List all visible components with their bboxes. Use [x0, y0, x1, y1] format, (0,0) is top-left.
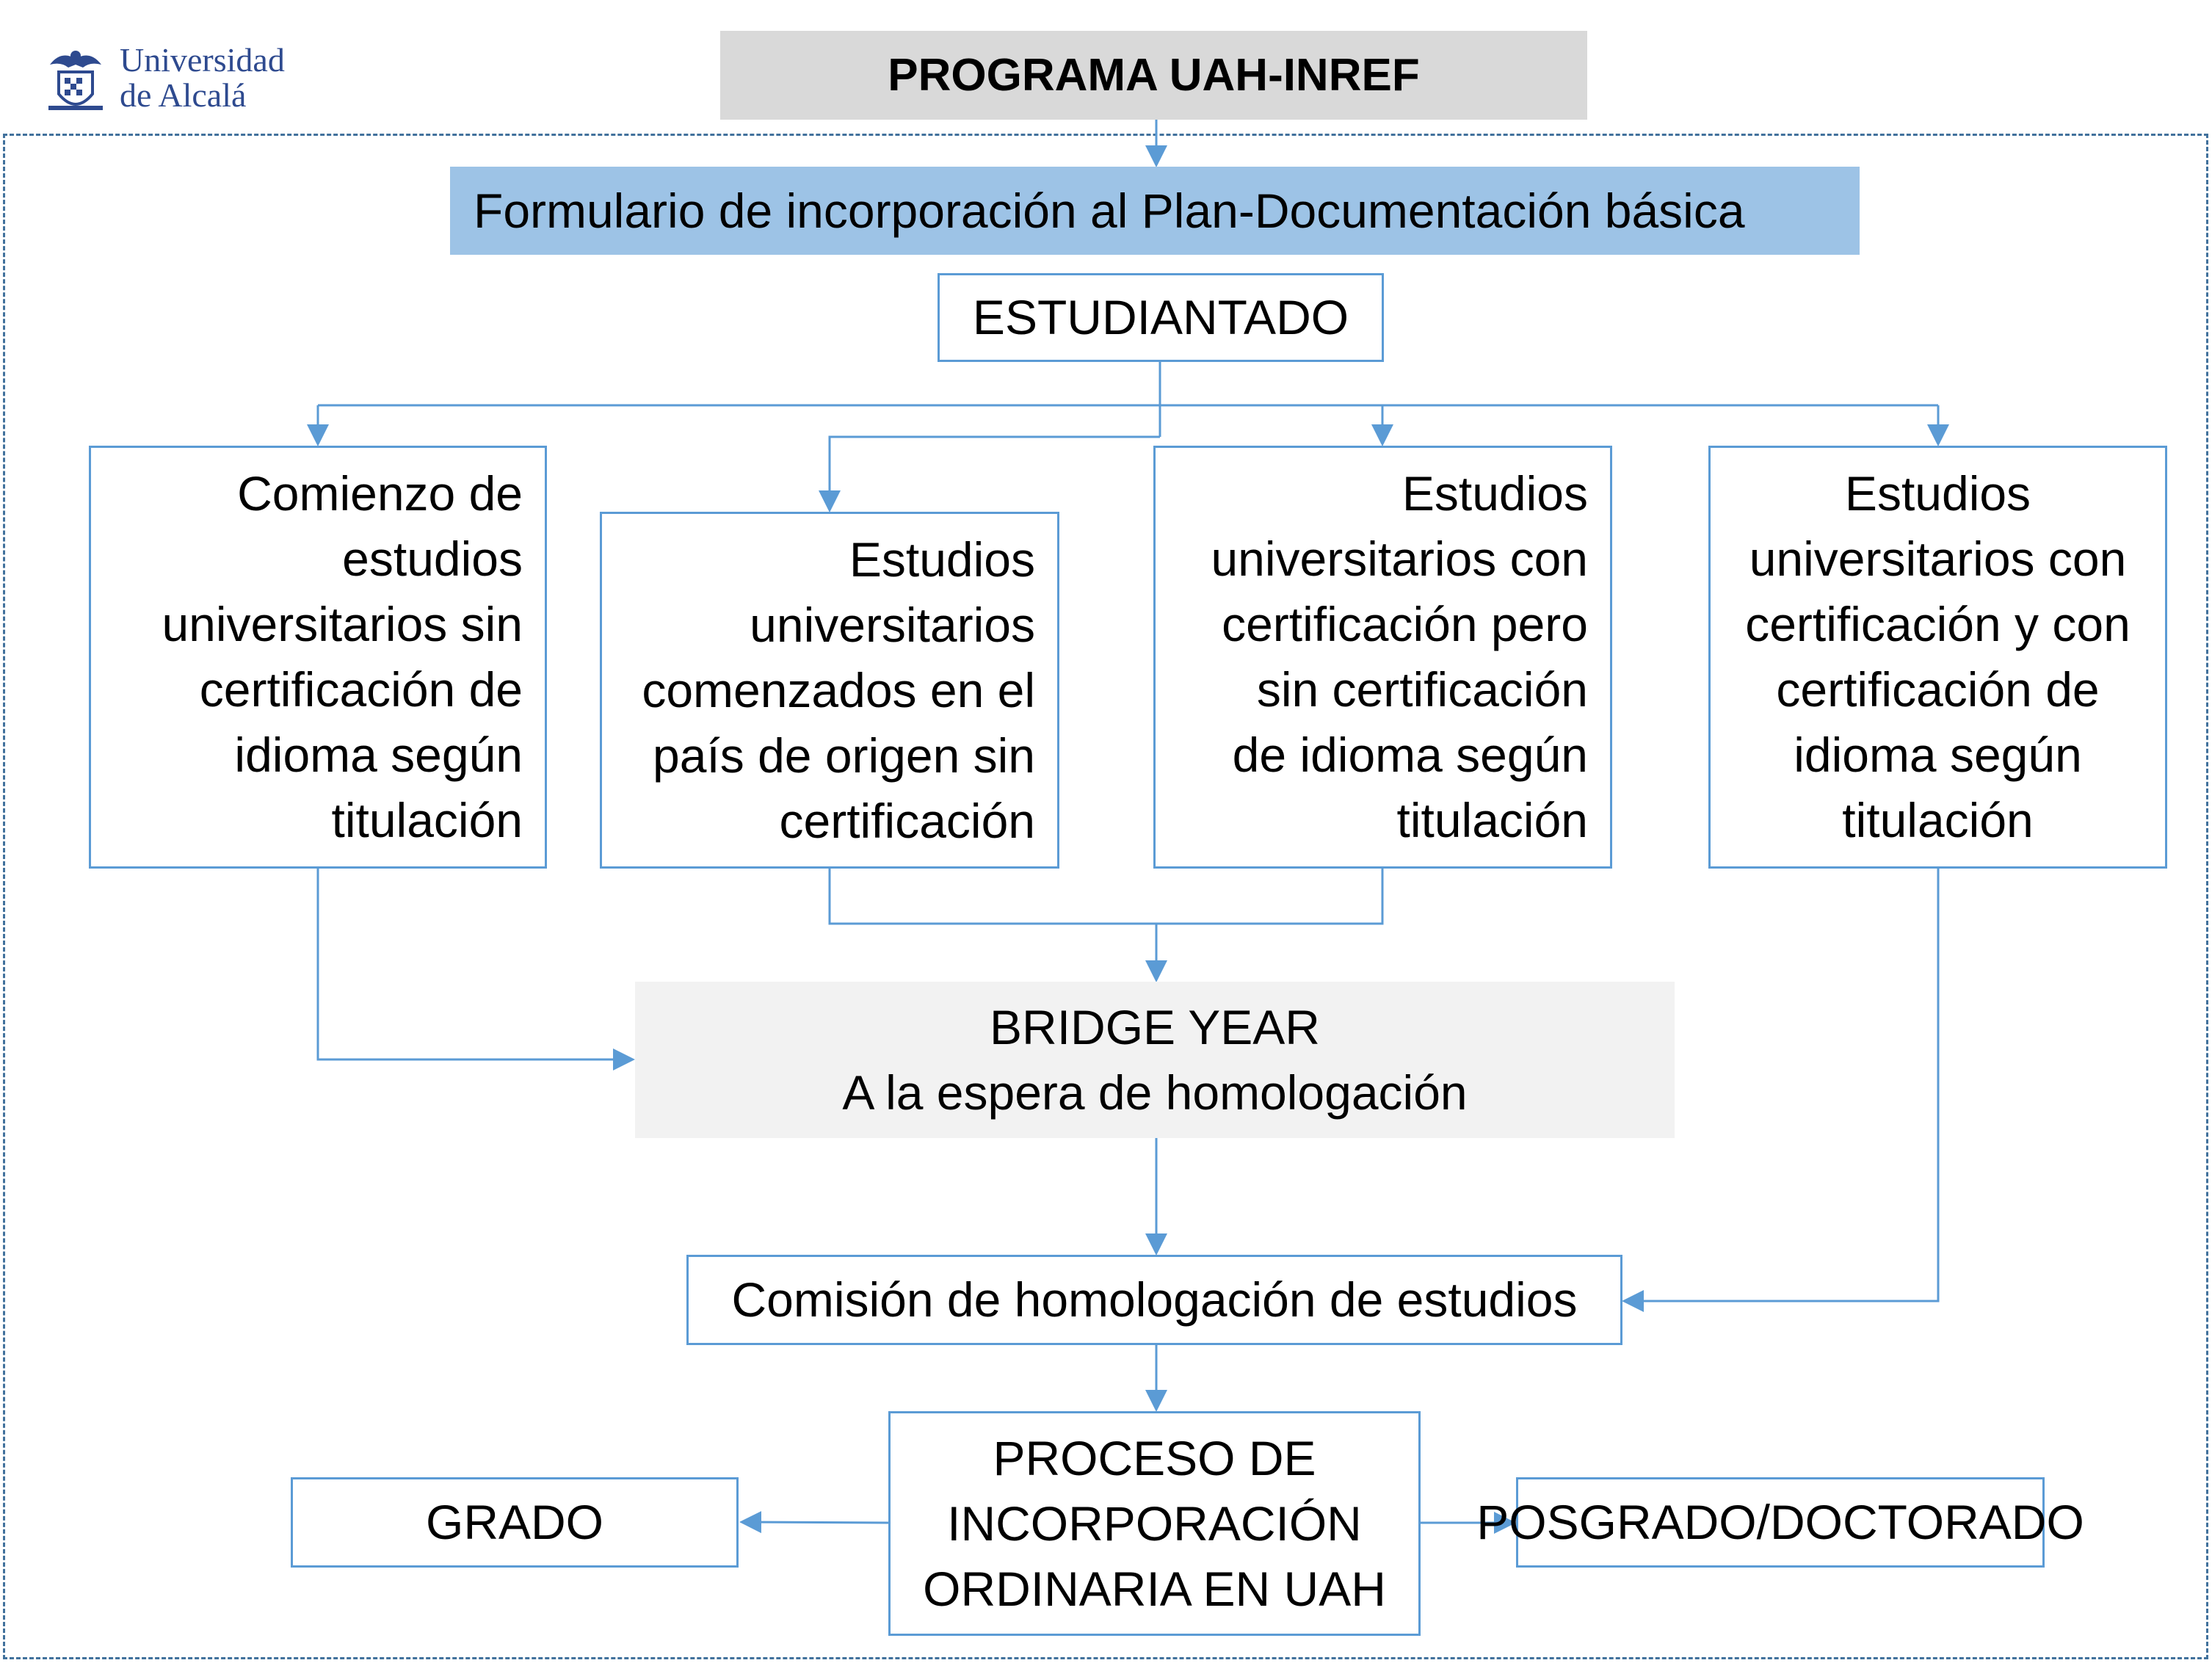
form-banner-text: Formulario de incorporación al Plan-Docu… — [474, 183, 1745, 238]
bridge-year-title: BRIDGE YEAR — [990, 999, 1320, 1054]
estudiantado-box: ESTUDIANTADO — [938, 273, 1384, 362]
university-name: Universidad de Alcalá — [120, 41, 285, 114]
category-box-1: Comienzo de estudios universitarios sin … — [89, 446, 547, 869]
grado-box: GRADO — [291, 1477, 739, 1568]
process-text: PROCESO DE INCORPORACIÓN ORDINARIA EN UA… — [923, 1430, 1386, 1616]
category-box-3: Estudios universitarios con certificació… — [1153, 446, 1612, 869]
category-2-text: Estudios universitarios comenzados en el… — [642, 532, 1035, 848]
bridge-year-box: BRIDGE YEAR A la espera de homologación — [635, 982, 1675, 1138]
connector-cat2-cat3-merge — [828, 868, 1384, 925]
category-4-text: Estudios universitarios con certificació… — [1745, 466, 2131, 847]
estudiantado-text: ESTUDIANTADO — [972, 290, 1349, 344]
posgrado-text: POSGRADO/DOCTORADO — [1476, 1495, 2084, 1549]
form-banner: Formulario de incorporación al Plan-Docu… — [450, 167, 1860, 255]
bridge-year-subtitle: A la espera de homologación — [842, 1065, 1468, 1120]
grado-text: GRADO — [425, 1495, 604, 1549]
category-1-text: Comienzo de estudios universitarios sin … — [162, 466, 523, 847]
university-crest-icon — [48, 51, 103, 110]
arrow-process-to-grado — [739, 1511, 889, 1534]
category-3-text: Estudios universitarios con certificació… — [1211, 466, 1588, 847]
category-box-2: Estudios universitarios comenzados en el… — [600, 512, 1059, 869]
process-box: PROCESO DE INCORPORACIÓN ORDINARIA EN UA… — [888, 1411, 1421, 1636]
program-title: PROGRAMA UAH-INREF — [720, 31, 1587, 120]
posgrado-box: POSGRADO/DOCTORADO — [1476, 1477, 2084, 1568]
category-box-4: Estudios universitarios con certificació… — [1708, 446, 2167, 869]
arrow-category-4-to-commission — [1622, 868, 1940, 1312]
arrow-to-category-2 — [819, 435, 1160, 512]
university-logo: Universidad de Alcalá — [43, 43, 292, 116]
commission-box: Comisión de homologación de estudios — [686, 1255, 1622, 1345]
program-frame — [3, 134, 2208, 1659]
arrow-category-1-to-bridge — [316, 868, 635, 1070]
commission-text: Comisión de homologación de estudios — [731, 1272, 1578, 1327]
program-title-text: PROGRAMA UAH-INREF — [888, 50, 1420, 101]
